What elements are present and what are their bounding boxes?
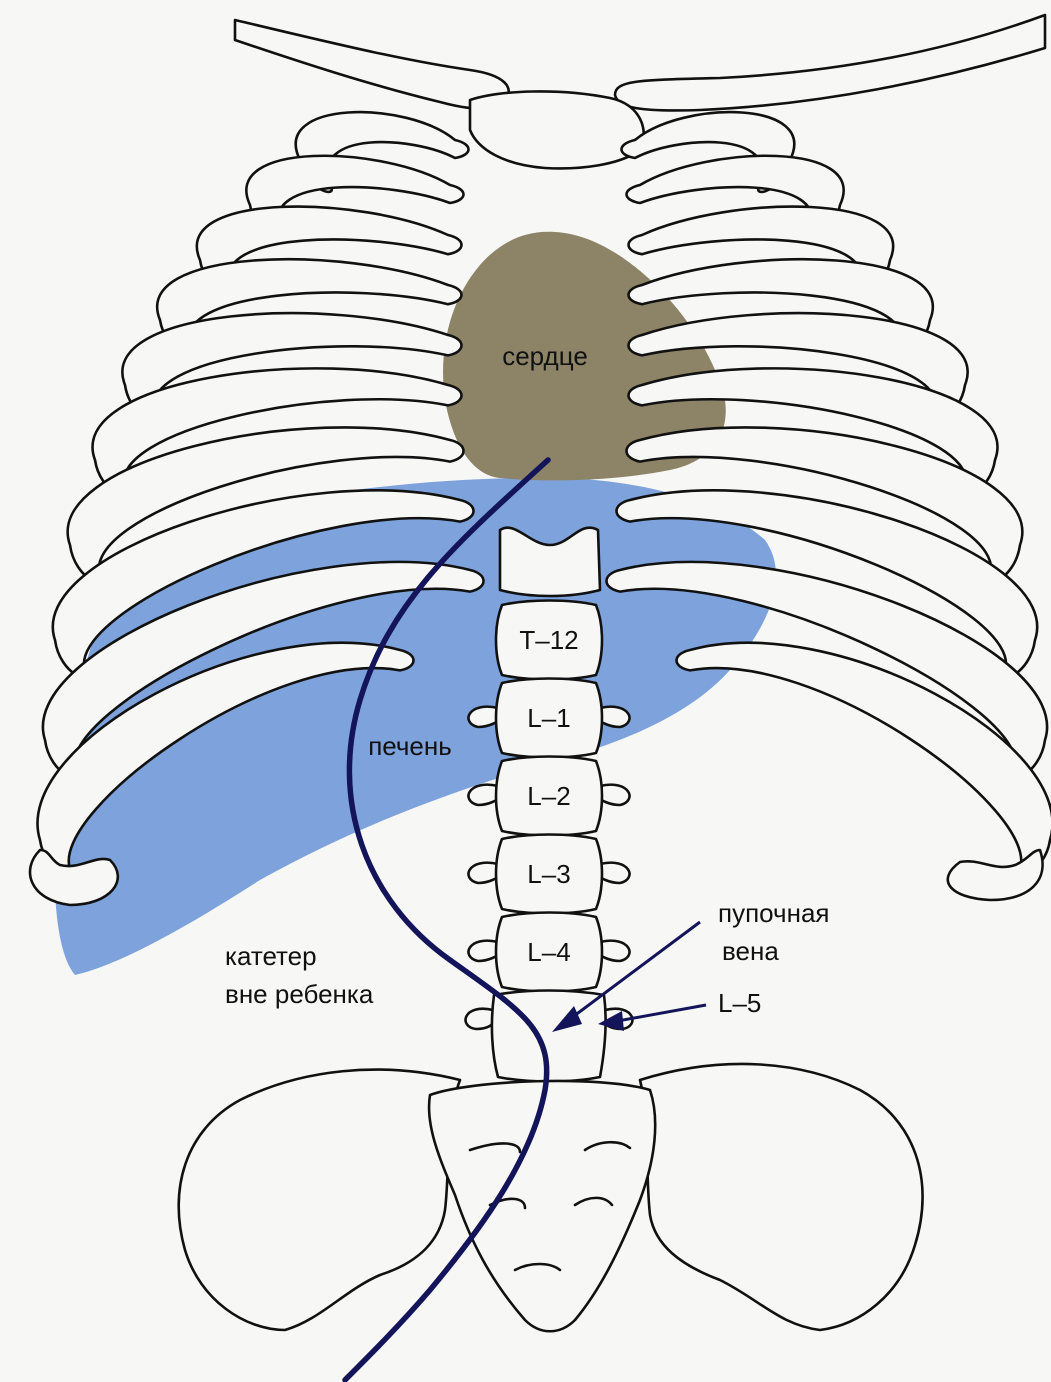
clavicle-right (615, 15, 1045, 110)
umbilical-vein-label-line2: вена (722, 936, 779, 966)
floating-rib-right (948, 850, 1043, 900)
umbilical-vein-label-line1: пупочная (718, 898, 830, 928)
vertebra-t12: T–12 (496, 601, 602, 680)
sternum (470, 91, 644, 168)
vertebra-label: T–12 (519, 625, 578, 655)
vertebra-label: L–3 (527, 859, 570, 889)
vertebra-l3: L–3 (468, 835, 629, 914)
ilium-right (640, 1064, 923, 1330)
ilium-left (179, 1070, 460, 1330)
catheter-label-line1: катетер (225, 941, 317, 971)
vertebra-label: L–4 (527, 937, 570, 967)
pelvis (179, 1064, 923, 1331)
vertebra-label: L–1 (527, 703, 570, 733)
liver-label: печень (368, 731, 452, 761)
vertebra-l4: L–4 (468, 913, 629, 992)
clavicle-left (235, 20, 509, 109)
catheter-label-line2: вне ребенка (225, 979, 374, 1009)
rib-cage-right (607, 112, 1051, 900)
heart-label: сердце (502, 341, 588, 371)
sacrum (429, 1081, 655, 1331)
vertebra-label: L–2 (527, 781, 570, 811)
l5-label: L–5 (718, 988, 761, 1018)
